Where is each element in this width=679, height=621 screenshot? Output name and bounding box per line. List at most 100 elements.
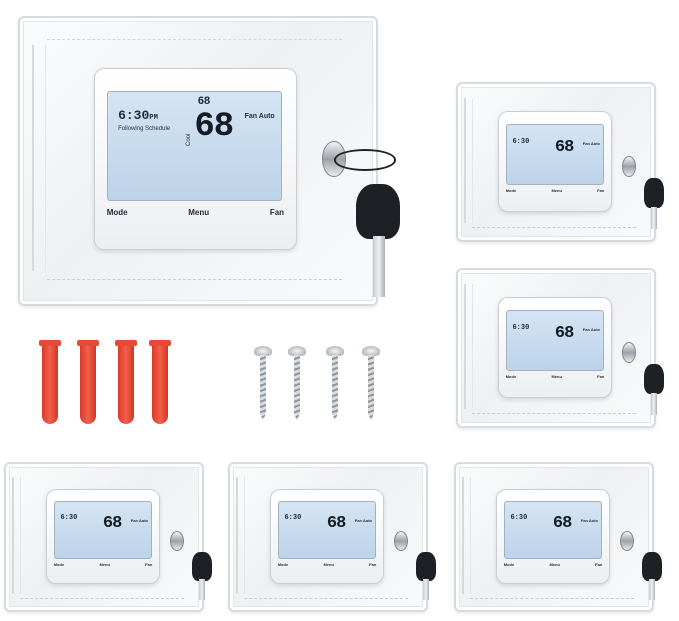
- thermostat: 6:30 68 Fan Auto Mode Menu Fan: [270, 489, 384, 584]
- thermostat-buttons: Mode Menu Fan: [47, 562, 159, 581]
- thermostat-screen: 6:30 68 Fan Auto: [505, 123, 605, 186]
- screw: [362, 346, 380, 424]
- time-display: 6:30: [512, 137, 530, 146]
- screw-head: [326, 346, 344, 356]
- temperature-display: 68: [326, 514, 346, 534]
- screw-shaft: [368, 355, 374, 421]
- hinge: [32, 45, 47, 272]
- thermostat-screen: 6:30 68 Fan Auto: [505, 309, 605, 372]
- screw: [326, 346, 344, 424]
- key-icon: [192, 552, 212, 581]
- thermostat-buttons: Mode Menu Fan: [499, 374, 611, 394]
- fan-button: Fan: [269, 207, 285, 217]
- thermostat: 6:30 68 Fan Auto Mode Menu Fan: [46, 489, 160, 584]
- key-blade: [651, 206, 657, 230]
- time-display: 6:30: [510, 514, 528, 523]
- lock-icon: [620, 531, 634, 551]
- thermostat: 6:30PM Following Schedule Cool 68 68 Fan…: [93, 68, 298, 250]
- thermostat: 6:30 68 Fan Auto Mode Menu Fan: [496, 489, 610, 584]
- vent-ribs-bottom: [46, 278, 342, 289]
- vent-ribs-bottom: [20, 597, 184, 604]
- mode-label: Cool: [185, 133, 192, 147]
- thermostat-screen: 6:30 68 Fan Auto: [503, 501, 603, 559]
- menu-button: Menu: [188, 207, 210, 217]
- screw: [254, 346, 272, 424]
- time-display: 6:30PM: [118, 108, 158, 124]
- thermostat-guard-small-1: 6:30 68 Fan Auto Mode Menu Fan: [456, 82, 664, 242]
- lock-icon: [394, 531, 408, 551]
- key-icon: [644, 178, 664, 209]
- fan-status: Fan Auto: [580, 517, 598, 523]
- wall-anchor: [115, 340, 137, 424]
- key-icon: [416, 552, 436, 581]
- thermostat-guard-small-5: 6:30 68 Fan Auto Mode Menu Fan: [454, 462, 662, 612]
- key-blade: [372, 236, 386, 298]
- screw-shaft: [332, 355, 338, 421]
- wall-anchor: [39, 340, 61, 424]
- thermostat-screen: 6:30 68 Fan Auto: [277, 501, 377, 559]
- mode-button: Mode: [277, 561, 289, 567]
- hinge: [236, 477, 245, 594]
- thermostat-guard-small-2: 6:30 68 Fan Auto Mode Menu Fan: [456, 268, 664, 428]
- mode-button: Mode: [505, 374, 517, 380]
- hinge: [464, 98, 473, 223]
- fan-button: Fan: [145, 561, 153, 567]
- temperature-display: 68: [102, 514, 122, 534]
- key-blade: [651, 392, 657, 416]
- thermostat: 6:30 68 Fan Auto Mode Menu Fan: [498, 110, 612, 212]
- vent-ribs-bottom: [470, 597, 634, 604]
- menu-button: Menu: [551, 374, 562, 380]
- fan-status: Fan Auto: [582, 141, 600, 147]
- key-blade: [423, 579, 429, 600]
- menu-button: Menu: [549, 561, 560, 567]
- thermostat-screen: 6:30PM Following Schedule Cool 68 68 Fan…: [106, 90, 283, 201]
- wall-anchor: [149, 340, 171, 424]
- menu-button: Menu: [551, 188, 562, 194]
- screw-shaft: [294, 355, 300, 421]
- fan-button: Fan: [597, 188, 605, 194]
- thermostat-buttons: Mode Menu Fan: [497, 562, 609, 581]
- temperature-display: 68: [552, 514, 572, 534]
- hinge: [462, 477, 471, 594]
- key-icon: [644, 364, 664, 395]
- lock-icon: [170, 531, 184, 551]
- key-ring: [334, 149, 396, 171]
- key-icon: [642, 552, 662, 581]
- temperature-display: 68: [194, 108, 234, 147]
- mode-button: Mode: [505, 188, 517, 194]
- mode-button: Mode: [503, 561, 515, 567]
- screw-head: [362, 346, 380, 356]
- key-blade: [199, 579, 205, 600]
- thermostat: 6:30 68 Fan Auto Mode Menu Fan: [498, 296, 612, 398]
- temperature-display: 68: [554, 323, 574, 343]
- thermostat-buttons: Mode Menu Fan: [95, 208, 297, 244]
- fan-button: Fan: [597, 374, 605, 380]
- fan-button: Fan: [369, 561, 377, 567]
- screw: [288, 346, 306, 424]
- hinge: [12, 477, 21, 594]
- screw-shaft: [260, 355, 266, 421]
- time-display: 6:30: [60, 514, 78, 523]
- vent-ribs-bottom: [244, 597, 408, 604]
- key-icon: [356, 184, 400, 240]
- schedule-label: Following Schedule: [118, 126, 171, 133]
- thermostat-screen: 6:30 68 Fan Auto: [53, 501, 153, 559]
- fan-status: Fan Auto: [244, 112, 275, 120]
- vent-ribs-bottom: [472, 226, 636, 233]
- thermostat-guard-small-4: 6:30 68 Fan Auto Mode Menu Fan: [228, 462, 436, 612]
- time-display: 6:30: [284, 514, 302, 523]
- temperature-display: 68: [554, 137, 574, 157]
- fan-status: Fan Auto: [354, 517, 372, 523]
- mode-button: Mode: [106, 207, 128, 217]
- thermostat-guard-small-3: 6:30 68 Fan Auto Mode Menu Fan: [4, 462, 212, 612]
- thermostat-buttons: Mode Menu Fan: [271, 562, 383, 581]
- lock-icon: [622, 341, 636, 363]
- vent-ribs-top: [46, 31, 342, 41]
- wall-anchor: [77, 340, 99, 424]
- screw-head: [254, 346, 272, 356]
- fan-status: Fan Auto: [582, 327, 600, 333]
- mode-button: Mode: [53, 561, 65, 567]
- fan-status: Fan Auto: [130, 517, 148, 523]
- setpoint: 68: [197, 94, 211, 107]
- thermostat-guard-main: 6:30PM Following Schedule Cool 68 68 Fan…: [18, 16, 400, 306]
